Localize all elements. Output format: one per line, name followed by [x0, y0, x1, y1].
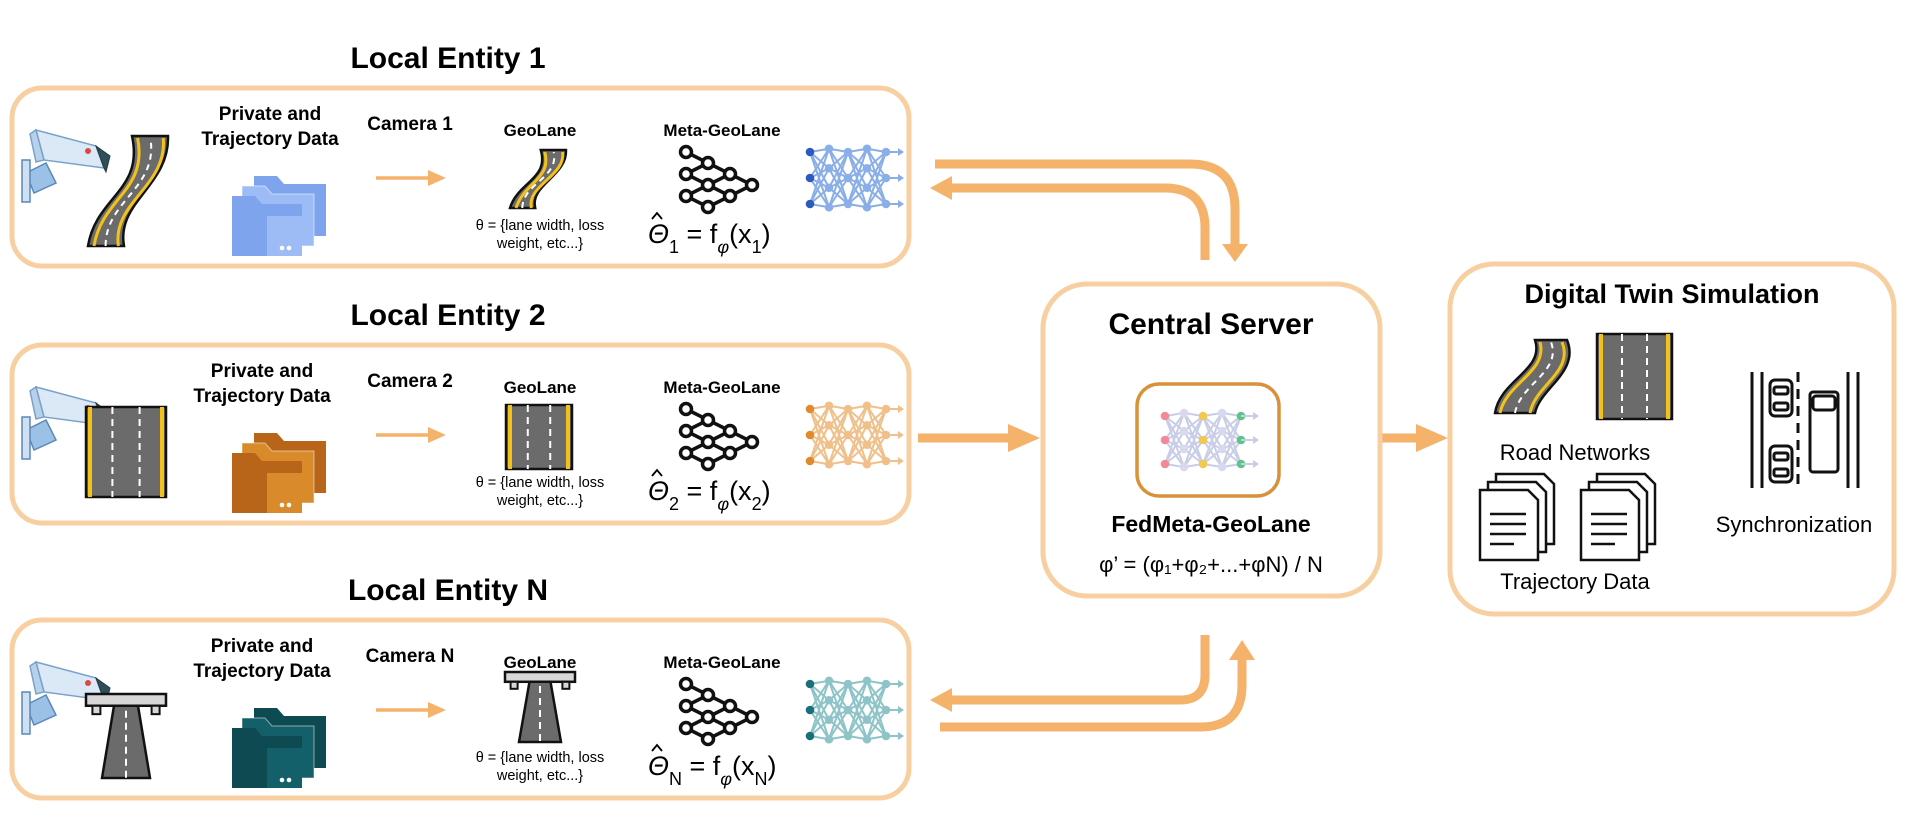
- meta-network-icon: [678, 144, 760, 215]
- meta-network-icon: [678, 676, 760, 747]
- digital-twin-title: Digital Twin Simulation: [1525, 279, 1820, 309]
- folder-icon: [232, 176, 326, 256]
- central-server-title: Central Server: [1108, 308, 1313, 341]
- neural-network-icon: [805, 144, 904, 212]
- data-label-line1: Private and: [219, 104, 321, 125]
- geolane-label: GeoLane: [504, 378, 577, 397]
- entity-title: Local Entity N: [348, 574, 548, 607]
- curved-road-icon: [1493, 338, 1571, 415]
- server-model-frame: [1135, 382, 1281, 498]
- arrow-server-to-entity1: [950, 183, 1210, 260]
- arrow-server-to-entityN: [950, 635, 1210, 705]
- arrow-head-left: [930, 176, 952, 200]
- folder-icon: [232, 433, 326, 513]
- road-icon: [84, 692, 168, 780]
- entity-title: Local Entity 1: [350, 42, 545, 75]
- server-network-icon: [1160, 408, 1259, 472]
- trajectory-documents-icon: [1478, 472, 1657, 562]
- arrow-head-down: [1222, 244, 1248, 262]
- data-label-line2: Trajectory Data: [201, 129, 339, 150]
- folder-icon: [232, 708, 326, 788]
- server-formula: φ’ = (φ₁+φ₂+...+φN) / N: [1099, 552, 1323, 577]
- central-server: Central Server FedMeta-GeoLane φ’ = (φ₁+…: [1040, 281, 1383, 599]
- meta-geolane-label: Meta-GeoLane: [663, 378, 780, 397]
- road-icon: [86, 134, 170, 248]
- data-label-line1: Private and: [211, 636, 313, 657]
- connection-arrows: [918, 159, 1736, 732]
- theta-line2: weight, etc...}: [496, 493, 583, 509]
- meta-network-icon: [678, 401, 760, 472]
- meta-geolane-label: Meta-GeoLane: [663, 653, 780, 672]
- arrow-head-right: [1008, 424, 1040, 452]
- server-neural-network: [1160, 408, 1259, 472]
- theta-line1: θ = {lane width, loss: [476, 218, 605, 234]
- geolane-road-icon: [503, 670, 577, 744]
- neural-network-icon: [805, 401, 904, 469]
- camera-label: Camera 2: [367, 371, 453, 392]
- entity-formula: ΘN = fφ(xN): [648, 751, 777, 789]
- camera-label: Camera N: [366, 646, 455, 667]
- server-model-label: FedMeta-GeoLane: [1111, 511, 1310, 537]
- data-label-line2: Trajectory Data: [193, 386, 331, 407]
- arrow-head-up: [1229, 640, 1255, 660]
- synchronization-label: Synchronization: [1716, 512, 1873, 537]
- camera-label: Camera 1: [367, 114, 453, 135]
- road-networks-label: Road Networks: [1500, 440, 1650, 465]
- arrow-entityN-to-server: [940, 655, 1247, 732]
- arrow-entity1-to-server: [935, 159, 1240, 250]
- theta-line2: weight, etc...}: [496, 768, 583, 784]
- meta-geolane-label: Meta-GeoLane: [663, 121, 780, 140]
- entity-title: Local Entity 2: [350, 299, 545, 332]
- road-icon: [84, 405, 168, 499]
- arrow-head-left-n: [930, 688, 952, 712]
- trajectory-data-label: Trajectory Data: [1500, 569, 1650, 594]
- geolane-road-icon: [508, 148, 568, 210]
- theta-line1: θ = {lane width, loss: [476, 750, 605, 766]
- traffic-sync-icon: [1750, 372, 1860, 488]
- camera-icon: [21, 128, 111, 203]
- data-label-line2: Trajectory Data: [193, 661, 331, 682]
- geolane-road-icon: [504, 403, 574, 471]
- entity-formula: Θ2 = fφ(x2): [648, 476, 771, 514]
- geolane-label: GeoLane: [504, 121, 577, 140]
- entity-formula: Θ1 = fφ(x1): [648, 219, 771, 257]
- geolane-label: GeoLane: [504, 653, 577, 672]
- straight-road-icon: [1595, 332, 1674, 421]
- arrow-head-right-twin: [1416, 424, 1448, 452]
- theta-line1: θ = {lane width, loss: [476, 475, 605, 491]
- digital-twin-panel: Digital Twin Simulation Road Networks Tr…: [1447, 261, 1897, 617]
- neural-network-icon: [805, 676, 904, 744]
- data-label-line1: Private and: [211, 361, 313, 382]
- theta-line2: weight, etc...}: [496, 236, 583, 252]
